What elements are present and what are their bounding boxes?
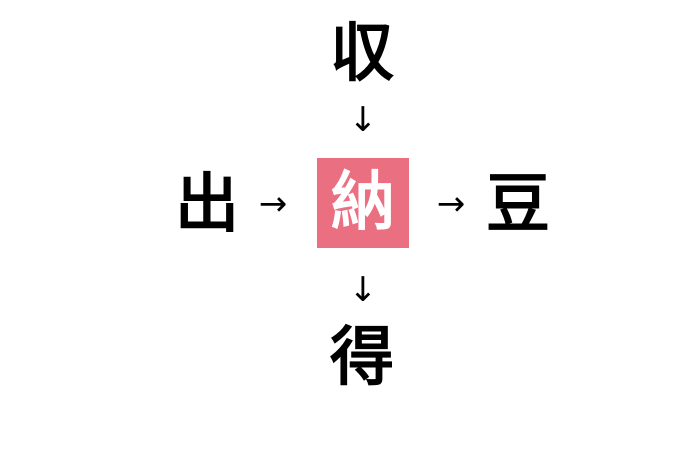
left-kanji: 出 bbox=[175, 167, 239, 242]
top-arrow: ↓ bbox=[348, 100, 378, 140]
right-kanji: 豆 bbox=[486, 167, 550, 242]
left-arrow: → bbox=[258, 184, 288, 224]
bottom-arrow: ↓ bbox=[348, 270, 378, 310]
center-box: 納 bbox=[317, 158, 409, 248]
center-kanji: 納 bbox=[331, 165, 395, 240]
top-kanji: 収 bbox=[330, 16, 394, 91]
right-arrow: → bbox=[436, 184, 466, 224]
bottom-kanji: 得 bbox=[330, 320, 394, 395]
